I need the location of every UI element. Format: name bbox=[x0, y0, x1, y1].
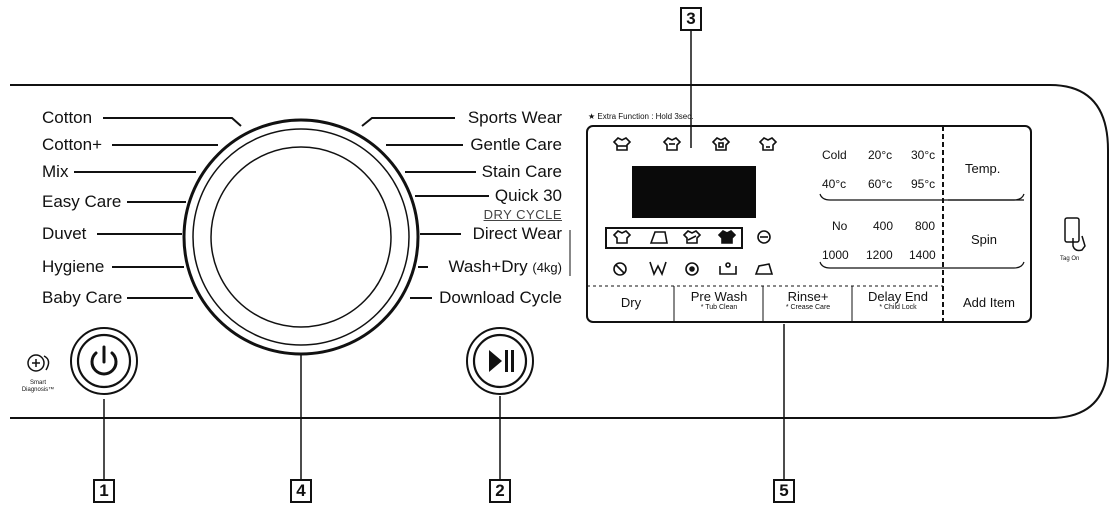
program-download-cycle[interactable]: Download Cycle bbox=[439, 288, 562, 307]
status-icons-row-1 bbox=[612, 137, 778, 151]
spin-option-no: No bbox=[832, 219, 848, 233]
program-stain-care[interactable]: Stain Care bbox=[481, 162, 562, 181]
spin-option-1000: 1000 bbox=[822, 248, 849, 262]
callout-1: 1 bbox=[93, 479, 115, 503]
program-wash-dry[interactable]: Wash+Dry (4kg) bbox=[448, 257, 562, 277]
spin-option-800: 800 bbox=[915, 219, 936, 233]
status-icons-row-2 bbox=[612, 230, 771, 244]
smart-diagnosis-label: Smart Diagnosis™ bbox=[21, 380, 55, 393]
callout-2: 2 bbox=[489, 479, 511, 503]
spin-option-1400: 1400 bbox=[909, 248, 936, 262]
tub-clean-sublabel: * Tub Clean bbox=[700, 304, 738, 311]
crease-care-sublabel: * Crease Care bbox=[785, 304, 831, 311]
rinse-plus-button[interactable]: Rinse+ * Crease Care bbox=[764, 289, 852, 312]
callout-4: 4 bbox=[290, 479, 312, 503]
pre-wash-button[interactable]: Pre Wash * Tub Clean bbox=[675, 289, 763, 312]
program-dial-knob bbox=[210, 146, 392, 328]
smart-diagnosis-icon bbox=[27, 354, 50, 372]
temp-option-20: 20°c bbox=[868, 148, 893, 162]
rinse-plus-button-label: Rinse+ bbox=[787, 289, 829, 304]
program-gentle-care[interactable]: Gentle Care bbox=[470, 135, 562, 154]
tag-on-label: Tag On bbox=[1060, 256, 1080, 262]
temp-option-cold: Cold bbox=[822, 148, 847, 162]
start-pause-button[interactable] bbox=[467, 328, 533, 394]
play-pause-icon bbox=[466, 327, 534, 395]
delay-end-button[interactable]: Delay End * Child Lock bbox=[853, 289, 943, 312]
program-cotton-plus[interactable]: Cotton+ bbox=[42, 135, 103, 154]
dry-cycle-heading: DRY CYCLE bbox=[483, 207, 562, 222]
display-panel-frame bbox=[586, 125, 1032, 323]
spin-option-1200: 1200 bbox=[866, 248, 893, 262]
extra-function-note: ★ Extra Function : Hold 3sec. bbox=[588, 112, 694, 121]
temp-option-95: 95°c bbox=[911, 177, 936, 191]
power-icon bbox=[70, 327, 138, 395]
program-cotton[interactable]: Cotton bbox=[42, 108, 93, 127]
program-sports-wear[interactable]: Sports Wear bbox=[467, 108, 562, 127]
wash-dry-capacity: (4kg) bbox=[532, 260, 562, 275]
program-mix[interactable]: Mix bbox=[42, 162, 69, 181]
program-wash-dry-label: Wash+Dry bbox=[448, 257, 528, 276]
program-baby-care[interactable]: Baby Care bbox=[42, 288, 123, 307]
program-duvet[interactable]: Duvet bbox=[42, 224, 87, 243]
temp-option-60: 60°c bbox=[868, 177, 893, 191]
panel-outline bbox=[10, 84, 1109, 419]
spin-button[interactable]: Spin bbox=[971, 232, 998, 247]
lcd-screen bbox=[632, 166, 756, 218]
status-icons-row-3 bbox=[613, 261, 774, 277]
callout-5: 5 bbox=[773, 479, 795, 503]
delay-end-button-label: Delay End bbox=[868, 289, 928, 304]
dry-button[interactable]: Dry bbox=[588, 296, 674, 310]
dry-button-label: Dry bbox=[620, 295, 642, 310]
program-easy-care[interactable]: Easy Care bbox=[42, 192, 122, 211]
spin-option-400: 400 bbox=[873, 219, 894, 233]
temp-button[interactable]: Temp. bbox=[965, 161, 1001, 176]
program-quick-30[interactable]: Quick 30 bbox=[494, 186, 562, 205]
add-item-button[interactable]: Add Item bbox=[962, 295, 1016, 310]
phone-tag-icon bbox=[1064, 217, 1086, 252]
program-direct-wear[interactable]: Direct Wear bbox=[472, 224, 562, 243]
child-lock-sublabel: * Child Lock bbox=[879, 304, 917, 311]
pre-wash-button-label: Pre Wash bbox=[690, 289, 748, 304]
temp-option-30: 30°c bbox=[911, 148, 936, 162]
power-button[interactable] bbox=[71, 328, 137, 394]
callout-3: 3 bbox=[680, 7, 702, 31]
program-hygiene[interactable]: Hygiene bbox=[42, 257, 105, 276]
program-dial[interactable] bbox=[184, 120, 418, 354]
temp-option-40: 40°c bbox=[822, 177, 847, 191]
